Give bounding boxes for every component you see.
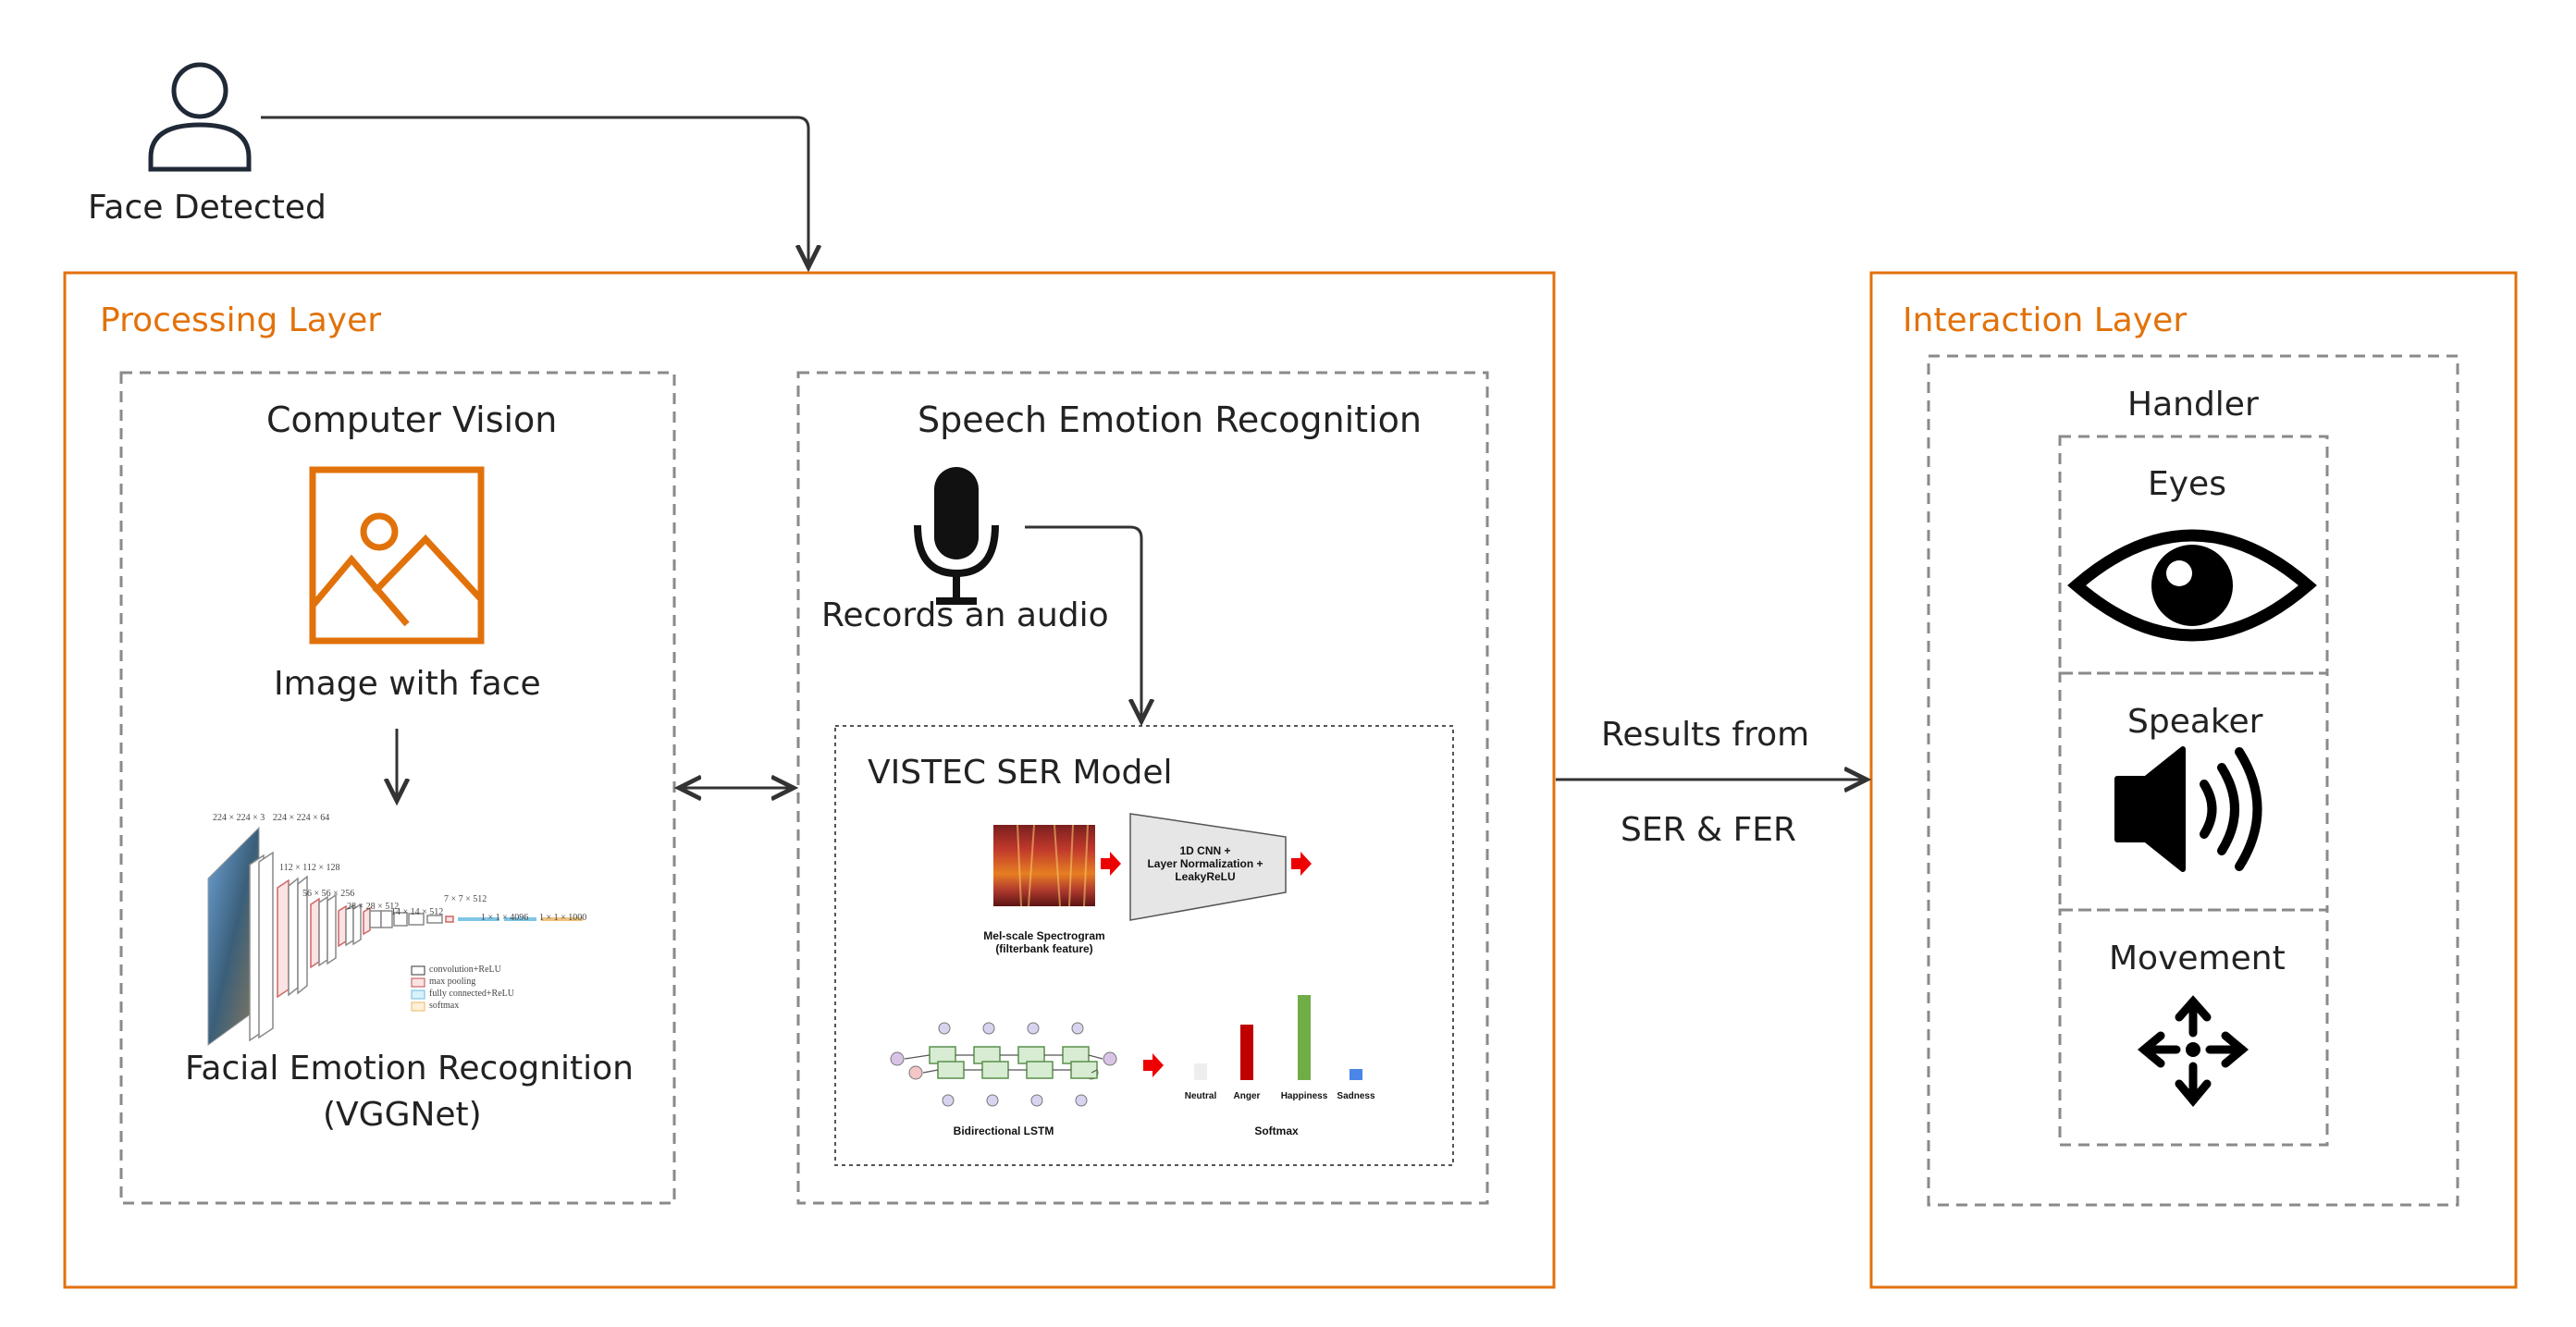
lstm-illustration: [890, 1022, 1117, 1107]
red-arrow-icon: [1101, 852, 1121, 876]
speaker-label: Speaker: [2127, 703, 2263, 741]
vgg-dim-label: 1 × 1 × 4096: [481, 913, 529, 923]
audio-to-model-arrow: [1025, 525, 1141, 721]
vgg-dim-label: 112 × 112 × 128: [279, 863, 340, 873]
processing-layer-box: [63, 271, 1556, 1289]
record-audio-label: Records an audio: [821, 596, 1109, 634]
softmax-bar-anger: [1240, 1025, 1253, 1080]
softmax-bar-happiness: [1298, 995, 1311, 1080]
fer-model-label: (VGGNet): [323, 1096, 482, 1134]
person-icon: [148, 62, 252, 172]
softmax-class-label: Sadness: [1337, 1091, 1375, 1101]
image-icon: [309, 466, 485, 645]
vgg-dim-label: 224 × 224 × 64: [273, 813, 330, 823]
vgg-network-illustration: [207, 826, 583, 1046]
softmax-class-label: Anger: [1233, 1091, 1261, 1101]
face-to-processing-arrow: [261, 116, 808, 267]
vgg-dim-label: 28 × 28 × 512: [347, 902, 400, 912]
fer-label: Facial Emotion Recognition: [185, 1050, 634, 1087]
results-label-line2: SER & FER: [1621, 811, 1797, 849]
speaker-icon: [2114, 746, 2262, 872]
vgg-legend-item: convolution+ReLU: [429, 965, 501, 975]
microphone-icon: [914, 467, 999, 605]
image-with-face-label: Image with face: [274, 665, 541, 703]
vgg-legend-item: max pooling: [429, 977, 476, 987]
movement-box: [2058, 908, 2329, 1147]
softmax-bar-sadness: [1350, 1069, 1362, 1080]
cnn-block: [1129, 813, 1287, 921]
vgg-dim-label: 7 × 7 × 512: [444, 894, 487, 904]
face-detected-label: Face Detected: [88, 189, 327, 227]
computer-vision-title: Computer Vision: [266, 399, 558, 440]
spectrogram-image: [993, 824, 1095, 907]
vistec-model-box: [834, 725, 1454, 1166]
eye-icon: [2067, 529, 2317, 642]
softmax-label: Softmax: [1254, 1124, 1299, 1137]
handler-title: Handler: [2127, 386, 2259, 424]
vgg-dim-label: 14 × 14 × 512: [391, 907, 444, 917]
vgg-dim-label: 56 × 56 × 256: [302, 889, 355, 899]
speech-title: Speech Emotion Recognition: [918, 399, 1422, 440]
spectrogram-label: Mel-scale Spectrogram (filterbank featur…: [983, 929, 1105, 955]
softmax-bar-neutral: [1194, 1063, 1207, 1080]
red-arrow-icon: [1143, 1053, 1164, 1077]
lstm-label: Bidirectional LSTM: [953, 1124, 1054, 1137]
move-icon: [2137, 995, 2249, 1108]
results-label-line1: Results from: [1601, 716, 1810, 754]
eyes-label: Eyes: [2148, 465, 2226, 503]
movement-label: Movement: [2109, 940, 2286, 977]
softmax-class-label: Neutral: [1184, 1091, 1217, 1101]
processing-layer-title: Processing Layer: [100, 301, 382, 339]
vgg-legend-item: fully connected+ReLU: [429, 989, 514, 999]
softmax-bars: [1194, 995, 1362, 1080]
vgg-legend-item: softmax: [429, 1001, 460, 1011]
cnn-block-label: 1D CNN + Layer Normalization + LeakyReLU: [1147, 844, 1263, 883]
interaction-layer-box: [1869, 271, 2518, 1289]
vistec-model-title: VISTEC SER Model: [868, 754, 1173, 792]
red-arrow-icon: [1291, 852, 1312, 876]
softmax-class-label: Happiness: [1280, 1091, 1328, 1101]
vgg-dim-label: 224 × 224 × 3: [213, 813, 265, 823]
vgg-dim-label: 1 × 1 × 1000: [539, 913, 587, 923]
handler-box: [1927, 354, 2459, 1207]
interaction-layer-title: Interaction Layer: [1903, 301, 2188, 339]
